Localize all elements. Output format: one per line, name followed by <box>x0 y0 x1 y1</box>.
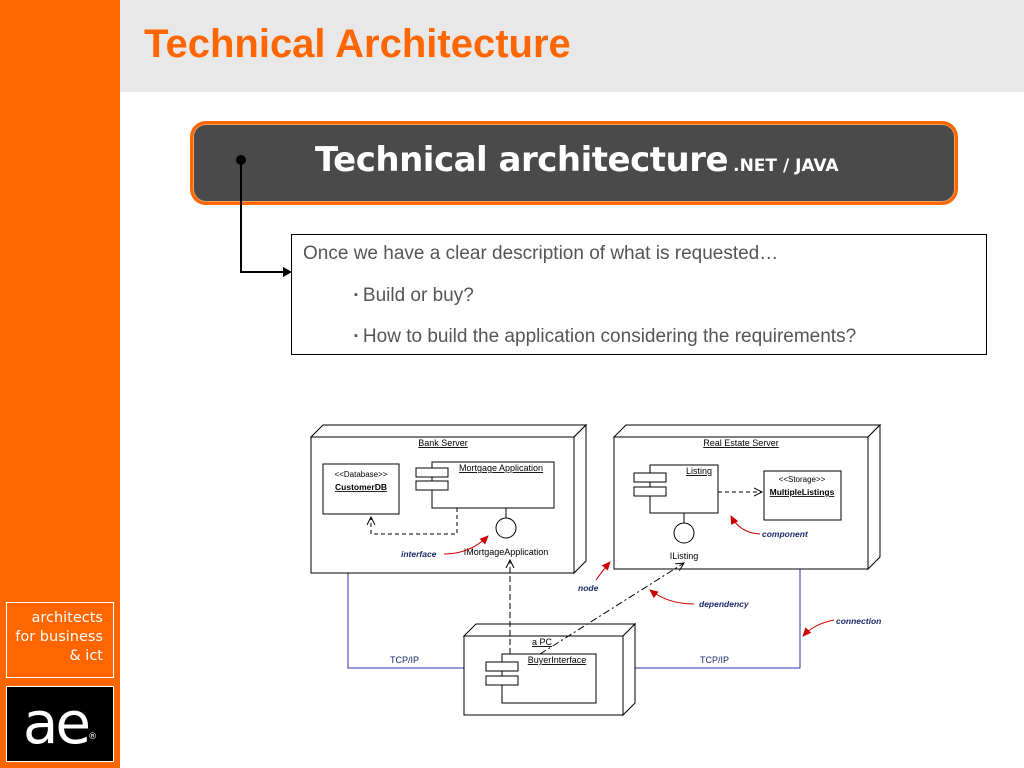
multiple-listings-storage: <<Storage>> MultipleListings <box>763 470 842 521</box>
registered-mark: ® <box>88 732 98 742</box>
annotation-arrow-node <box>595 561 611 581</box>
ae-logo: ae® <box>6 686 114 762</box>
annotation-interface: interface <box>401 549 437 559</box>
annotation-arrow-component <box>730 515 761 535</box>
component-port-icon <box>485 661 519 672</box>
listing-component: Listing <box>633 464 719 514</box>
bank-server-label: Bank Server <box>418 438 468 448</box>
buyer-interface-label: BuyerInterface <box>528 655 587 665</box>
database-name: CustomerDB <box>335 482 387 492</box>
tcpip-label-right: TCP/IP <box>700 655 729 665</box>
brand-tagline: architects for business & ict <box>6 602 114 678</box>
annotation-arrow-dependency <box>649 589 695 605</box>
mortgage-interface-icon <box>495 517 517 539</box>
slide-header: Technical Architecture <box>120 0 1024 92</box>
annotation-arrow-interface <box>443 535 489 555</box>
component-port-icon <box>415 480 449 491</box>
brand-sidebar: architects for business & ict ae® <box>0 0 120 768</box>
connector-line <box>240 160 284 273</box>
pc-label: a PC <box>532 637 553 647</box>
mortgage-app-label: Mortgage Application <box>459 463 543 473</box>
banner-title: Technical architecture .NET / JAVA <box>315 140 839 180</box>
brand-line-1: architects <box>31 610 103 626</box>
connector-arrowhead <box>283 267 292 277</box>
component-port-icon <box>633 486 667 497</box>
requirements-textbox: Once we have a clear description of what… <box>291 234 987 355</box>
mortgage-interface-label: IMortgageApplication <box>464 547 549 557</box>
annotation-node: node <box>578 583 599 593</box>
bullet-square-icon: ▪ <box>354 289 358 301</box>
bullet-square-icon: ▪ <box>354 330 358 342</box>
dependency-mortgage-to-db <box>371 508 458 535</box>
brand-line-3: & ict <box>69 648 103 664</box>
real-estate-server-label: Real Estate Server <box>703 438 779 448</box>
slide-title: Technical Architecture <box>144 22 571 66</box>
listing-interface-icon <box>673 522 695 544</box>
bullet-text: Build or buy? <box>362 285 474 306</box>
component-port-icon <box>633 472 667 483</box>
connection-realestate-pc <box>623 569 801 669</box>
mortgage-application-component: Mortgage Application <box>415 461 555 509</box>
dependency-buyer-to-listing <box>539 563 684 655</box>
listing-interface-label: IListing <box>670 551 699 561</box>
banner-main-text: Technical architecture <box>315 140 729 180</box>
banner-subtitle: .NET / JAVA <box>733 156 839 176</box>
annotation-component: component <box>762 529 809 539</box>
annotation-dependency: dependency <box>699 599 750 609</box>
component-port-icon <box>485 675 519 686</box>
intro-text: Once we have a clear description of what… <box>303 243 779 264</box>
buyer-interface-component: BuyerInterface <box>485 653 597 704</box>
bullet-item-how-to-build: ▪ How to build the application considerin… <box>354 326 856 348</box>
connection-bank-pc <box>347 573 464 669</box>
brand-line-2: for business <box>15 629 103 645</box>
annotation-arrow-connection <box>802 619 835 637</box>
component-port-icon <box>415 467 449 478</box>
tcpip-label-left: TCP/IP <box>390 655 419 665</box>
annotation-connection: connection <box>836 616 881 626</box>
bullet-item-build-or-buy: ▪ Build or buy? <box>354 285 474 307</box>
section-banner: Technical architecture .NET / JAVA <box>190 121 958 205</box>
database-stereotype: <<Database>> <box>335 470 388 479</box>
listing-label: Listing <box>686 466 712 476</box>
storage-name: MultipleListings <box>770 487 835 497</box>
customer-db-component: <<Database>> CustomerDB <box>322 463 400 515</box>
bullet-text: How to build the application considering… <box>362 326 857 347</box>
storage-stereotype: <<Storage>> <box>779 475 826 484</box>
logo-letters: ae <box>22 689 91 757</box>
